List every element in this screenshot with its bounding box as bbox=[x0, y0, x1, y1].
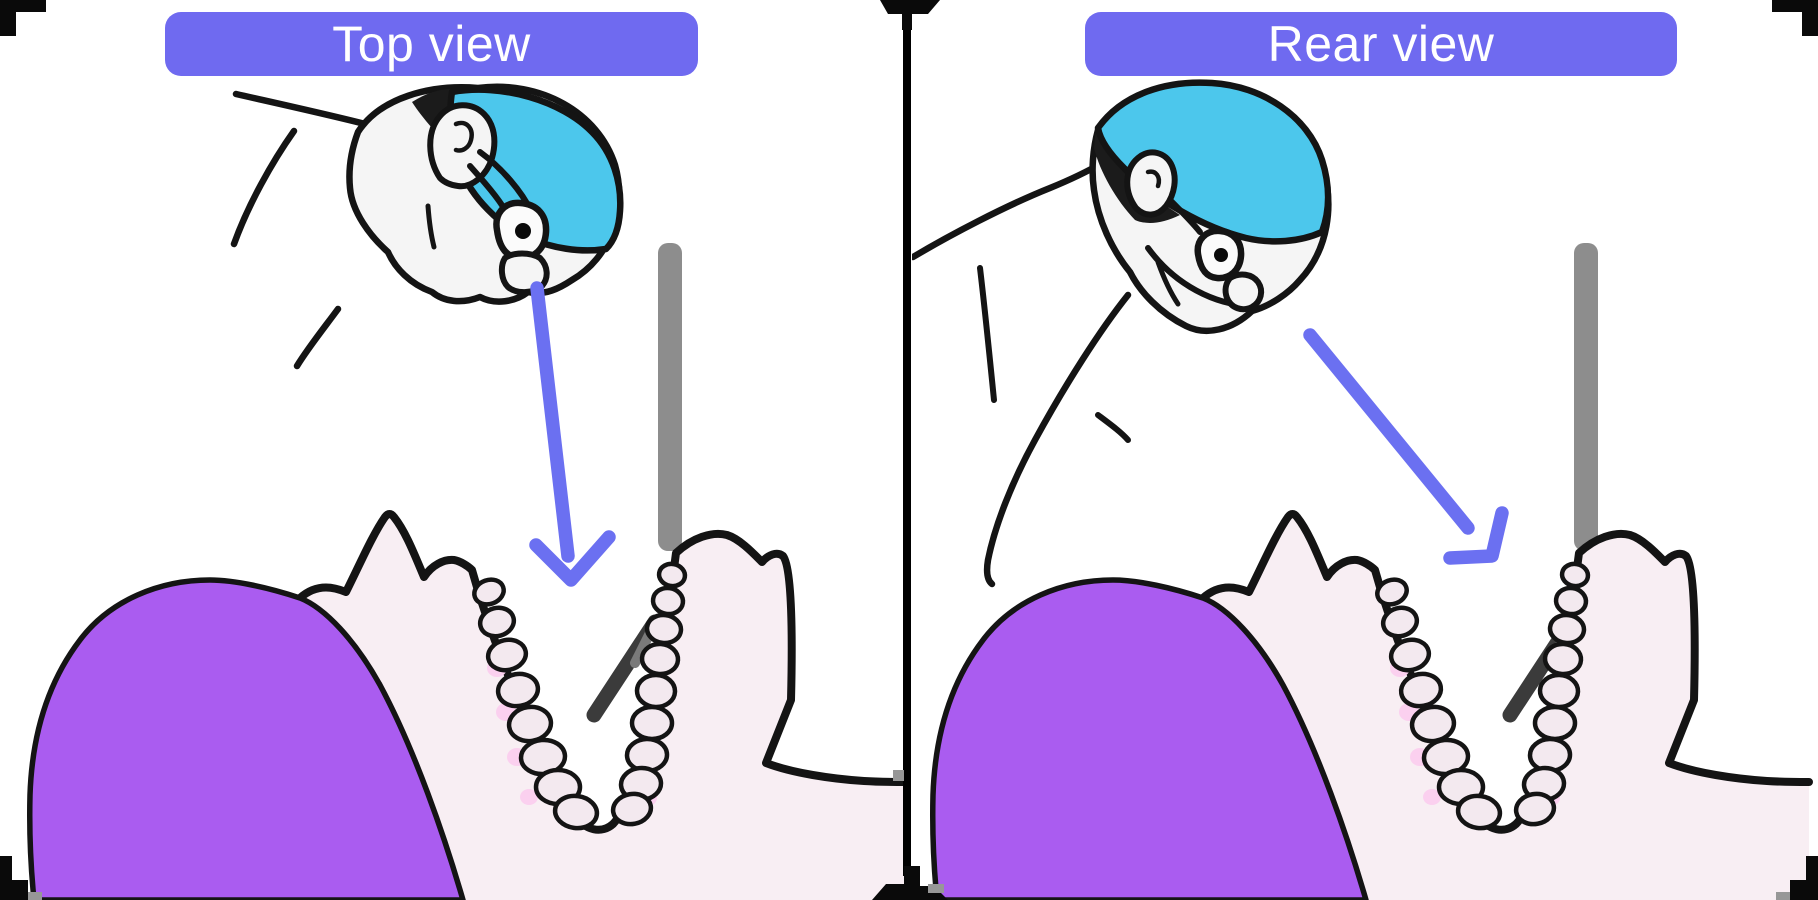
panel-top-view bbox=[30, 83, 906, 900]
surgeon-top-view bbox=[230, 83, 624, 370]
patient-head bbox=[30, 514, 906, 900]
ear bbox=[427, 102, 498, 190]
direction-arrow-diagonal-icon bbox=[1303, 328, 1509, 565]
ear bbox=[1124, 149, 1178, 218]
panel-rear-view bbox=[912, 79, 1809, 900]
patient-head bbox=[933, 514, 1809, 900]
direction-arrow-down-icon bbox=[529, 281, 616, 587]
rear-view-label: Rear view bbox=[1085, 12, 1677, 76]
glasses-lens bbox=[493, 199, 550, 262]
panel-divider bbox=[872, 0, 948, 900]
top-view-label: Top view bbox=[165, 12, 698, 76]
glasses-lens bbox=[1194, 227, 1245, 282]
surgeon-rear-view bbox=[912, 79, 1332, 588]
